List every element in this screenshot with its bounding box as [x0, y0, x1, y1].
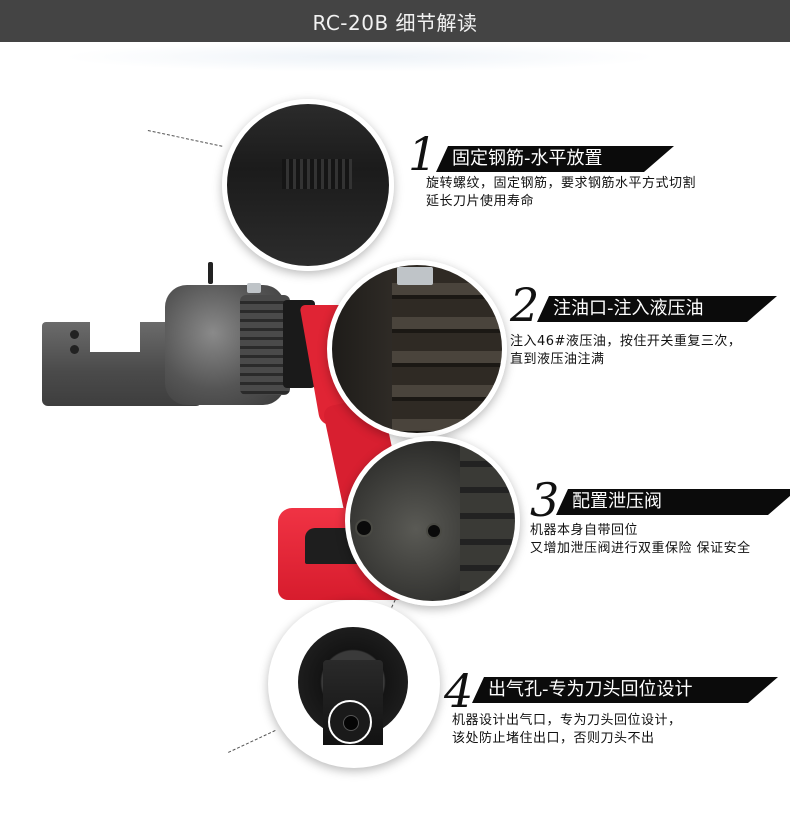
callout-desc-line: 机器本身自带回位	[530, 523, 639, 538]
callout-number: 3	[530, 473, 560, 527]
relief-valve-hole	[426, 523, 442, 539]
handle-hook	[208, 262, 213, 284]
callout-title-banner: 出气孔-专为刀头回位设计	[472, 677, 778, 703]
port-hole	[355, 519, 373, 537]
blade-notch	[90, 322, 140, 352]
callout-number: 1	[408, 127, 438, 181]
oil-plug-bolt	[247, 283, 261, 293]
callout-title: 配置泄压阀	[572, 491, 662, 512]
leader-line	[228, 730, 276, 753]
vent-hole-highlight	[328, 700, 372, 744]
bolt-icon	[70, 345, 79, 354]
callout-number: 4	[444, 664, 474, 718]
callout-desc-line: 注入46#液压油，按住开关重复三次，	[510, 334, 742, 349]
callout-number: 2	[510, 278, 540, 332]
oil-plug-bolt	[397, 267, 433, 285]
callout-title: 注油口-注入液压油	[553, 298, 704, 319]
detail-circle-relief-valve	[345, 436, 520, 606]
callout-title-banner: 固定钢筋-水平放置	[436, 146, 674, 172]
page-title: RC-20B 细节解读	[312, 10, 478, 35]
detail-circle-vent-hole	[268, 600, 440, 768]
header-glow	[60, 42, 660, 72]
detail-circle-clamp-screw	[222, 99, 394, 271]
callout-title: 固定钢筋-水平放置	[452, 148, 603, 169]
callout-desc-line: 旋转螺纹，固定钢筋，要求钢筋水平方式切割	[426, 176, 697, 191]
callout-desc-line: 直到液压油注满	[510, 352, 605, 367]
leader-line	[147, 130, 223, 147]
cooling-ribs	[240, 295, 290, 395]
callout-title: 出气孔-专为刀头回位设计	[488, 679, 693, 700]
bolt-icon	[70, 330, 79, 339]
callout-desc-line: 该处防止堵住出口，否则刀头不出	[452, 731, 655, 746]
callout-title-banner: 注油口-注入液压油	[537, 296, 777, 322]
detail-circle-oil-port	[327, 260, 507, 438]
callout-title-banner: 配置泄压阀	[556, 489, 790, 515]
callout-desc-line: 又增加泄压阀进行双重保险 保证安全	[530, 541, 751, 556]
page-header: RC-20B 细节解读	[0, 0, 790, 42]
callout-desc-line: 机器设计出气口，专为刀头回位设计，	[452, 713, 682, 728]
callout-desc-line: 延长刀片使用寿命	[426, 194, 535, 209]
